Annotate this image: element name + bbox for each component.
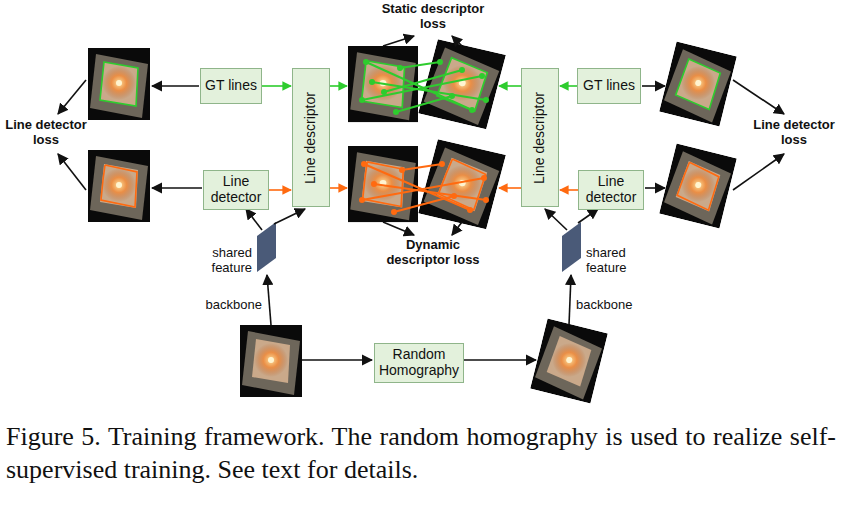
line-descriptor-box: Line descriptor: [292, 68, 330, 207]
box-text: GT lines: [205, 78, 257, 94]
input-image: [240, 325, 302, 397]
figure-caption: Figure 5. Training framework. The random…: [6, 420, 836, 486]
shared-feature: [257, 222, 276, 272]
loss-label: Line detector loss: [2, 118, 90, 148]
connector-arrow: [560, 85, 577, 87]
image-pred: [659, 144, 737, 229]
image-gt: [418, 39, 506, 129]
gt-lines-box: GT lines: [200, 68, 262, 104]
warped-image: [530, 319, 608, 404]
gt-lines-box: GT lines: [577, 68, 641, 104]
loss-label: Static descriptor loss: [378, 2, 488, 32]
image-gt: [659, 42, 737, 127]
backbone-label: backbone: [576, 298, 640, 313]
feature-label: shared feature: [586, 246, 646, 276]
loss-label: Dynamic descriptor loss: [378, 238, 488, 268]
connector-arrow: [262, 85, 291, 87]
shared-feature: [562, 222, 581, 272]
image-gt: [88, 48, 150, 120]
image-pred: [348, 146, 418, 222]
connector-arrow: [560, 189, 578, 191]
box-text: Line descriptor: [303, 92, 319, 184]
line-detector-box: Line detector: [578, 170, 644, 210]
box-text: Line detector: [207, 174, 265, 205]
box-text: Line detector: [582, 174, 640, 205]
image-pred: [88, 150, 150, 222]
box-text: Line descriptor: [532, 92, 548, 184]
flow-arrows: [58, 36, 784, 360]
line-detector-box: Line detector: [203, 170, 269, 210]
backbone-label: backbone: [198, 298, 262, 313]
homography-box: Random Homography: [374, 343, 464, 383]
connector-arrow: [269, 189, 291, 191]
box-text: Random Homography: [378, 347, 460, 378]
line-descriptor-box: Line descriptor: [521, 68, 559, 207]
dynamic-matches: [360, 162, 488, 214]
feature-label: shared feature: [198, 246, 252, 276]
static-matches: [360, 60, 488, 114]
loss-label: Line detector loss: [750, 118, 838, 148]
box-text: GT lines: [583, 78, 635, 94]
image-pred: [418, 139, 506, 229]
